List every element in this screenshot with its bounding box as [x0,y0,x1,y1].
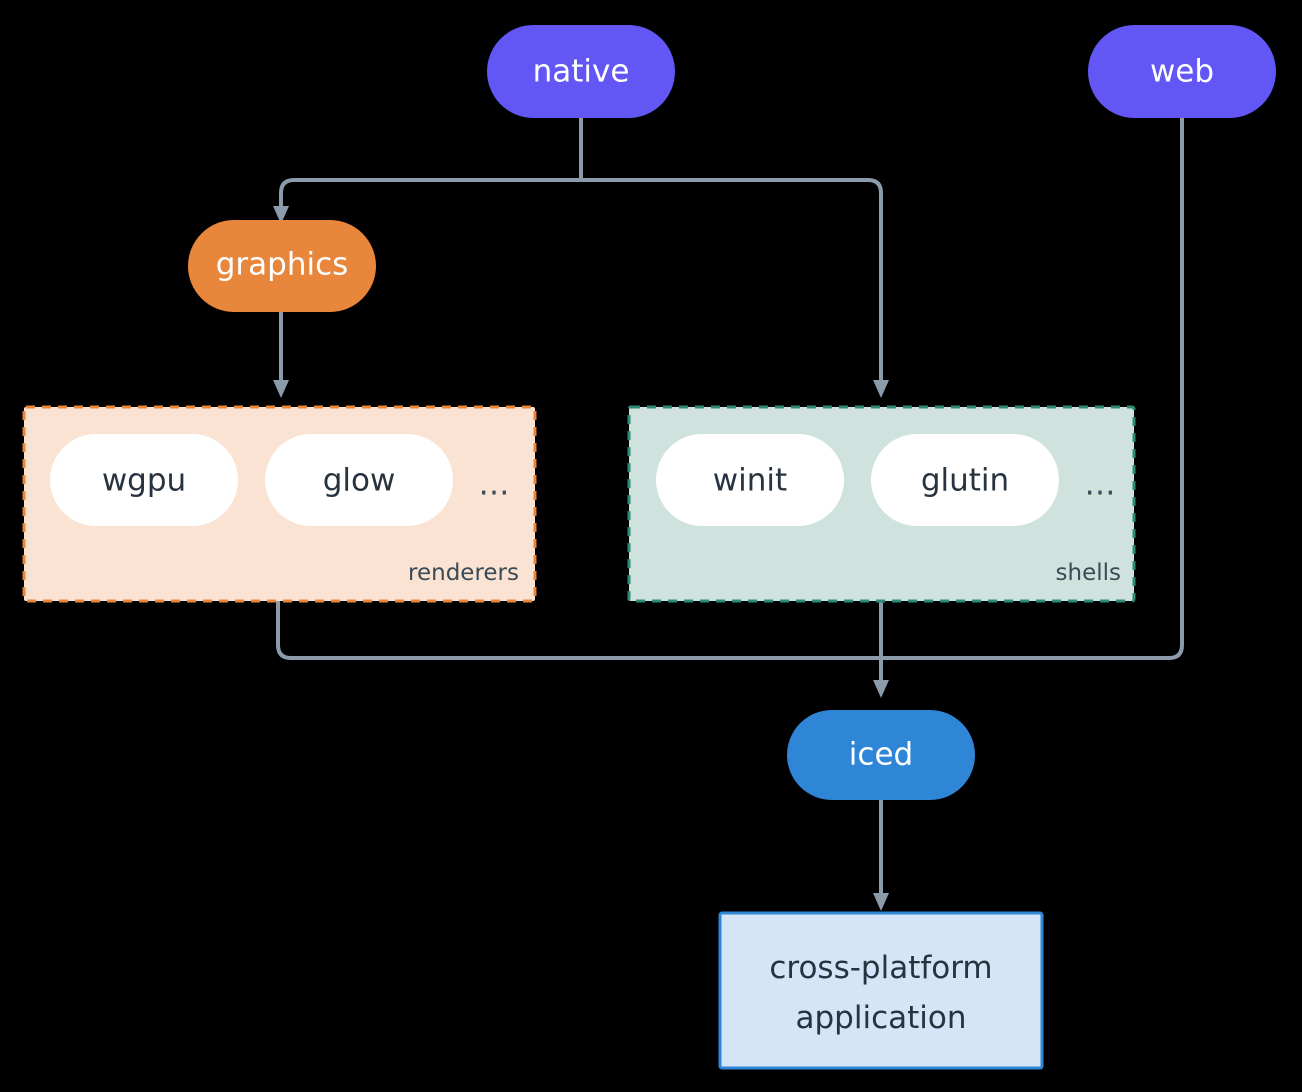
wgpu-pill[interactable] [50,434,238,526]
application-line-2: application [796,1000,967,1036]
glow-label: glow [323,463,396,499]
edge-renderers-to-iced [276,599,883,660]
edge-native-to-graphics [279,178,583,212]
node-native[interactable]: native [487,25,675,118]
shells-item-winit[interactable]: winit [656,434,844,526]
shells-caption: shells [1056,560,1121,586]
iced-label: iced [849,737,913,773]
arrowhead-iced [873,680,889,698]
arrowhead-renderers [273,380,289,398]
glow-pill[interactable] [265,434,453,526]
application-line-1: cross-platform [769,950,992,986]
native-pill[interactable] [487,25,675,118]
shells-overflow-ellipsis: … [1085,467,1116,503]
web-label: web [1150,54,1214,90]
winit-pill[interactable] [656,434,844,526]
graphics-pill[interactable] [188,220,376,312]
glutin-label: glutin [921,463,1009,499]
edge-layer [273,116,1184,911]
edge-web-to-iced [879,116,1184,660]
node-application[interactable]: cross-platform application [718,911,1044,1070]
edge-native-to-shells [579,178,883,384]
group-shells[interactable]: winit glutin … shells [627,405,1136,603]
application-box[interactable] [718,911,1044,1070]
renderers-overflow-ellipsis: … [479,467,510,503]
iced-pill[interactable] [787,710,975,800]
node-iced[interactable]: iced [787,710,975,800]
node-web[interactable]: web [1088,25,1276,118]
node-graphics[interactable]: graphics [188,220,376,312]
arrowhead-application [873,893,889,911]
renderers-item-glow[interactable]: glow [265,434,453,526]
arrowhead-shells [873,380,889,398]
wgpu-label: wgpu [102,463,186,499]
shells-item-glutin[interactable]: glutin [871,434,1059,526]
winit-label: winit [713,463,787,499]
graphics-label: graphics [216,247,349,283]
renderers-item-wgpu[interactable]: wgpu [50,434,238,526]
native-label: native [533,54,630,90]
web-pill[interactable] [1088,25,1276,118]
renderers-caption: renderers [408,560,519,586]
glutin-pill[interactable] [871,434,1059,526]
group-renderers[interactable]: wgpu glow … renderers [22,405,537,603]
arrowhead-graphics [273,206,289,224]
